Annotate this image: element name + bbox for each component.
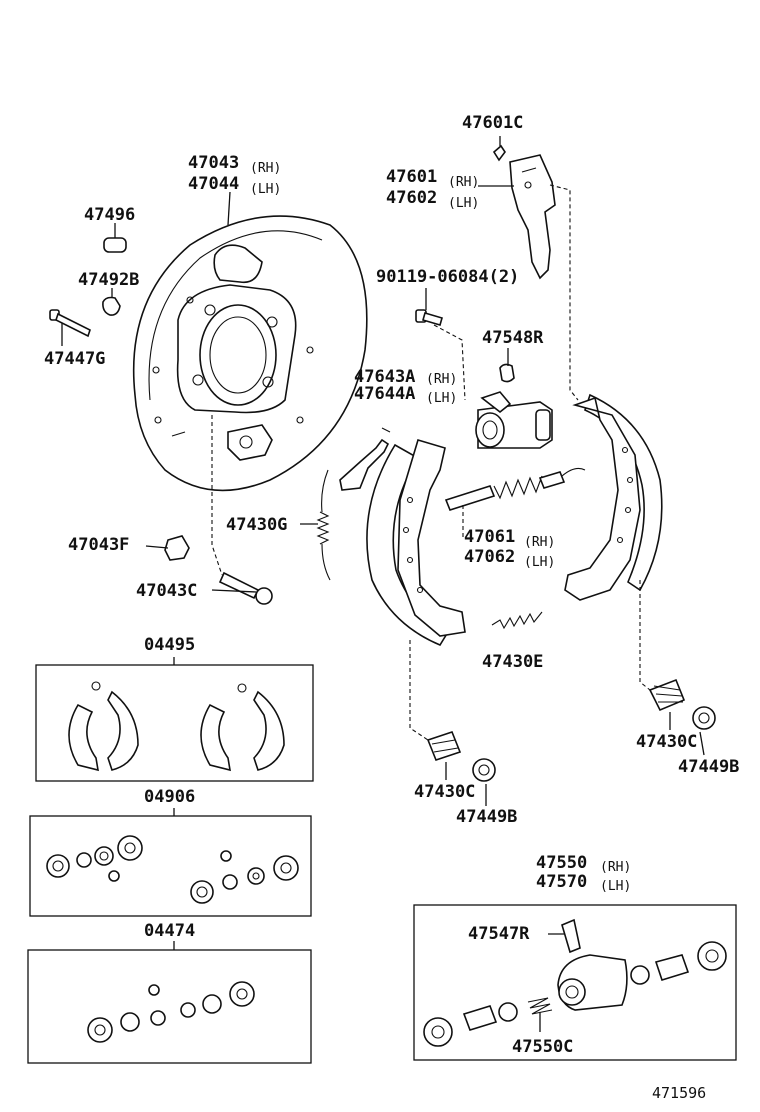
grommet-47492B <box>102 296 121 316</box>
brake-shoe-right <box>564 393 663 601</box>
washer-47449B-right <box>692 706 716 730</box>
bolt-90119 <box>415 309 443 326</box>
label-47043-rh: (RH) <box>250 161 281 176</box>
label-47643A: 47643A <box>354 367 415 387</box>
cap-47548R <box>499 363 515 383</box>
washer-47449B-mid <box>472 758 496 782</box>
label-47449B-right: 47449B <box>678 757 739 777</box>
spring-47430C-right <box>648 678 686 712</box>
label-47492B: 47492B <box>78 270 139 290</box>
kit-box-04906 <box>29 815 312 917</box>
label-47550-rh: (RH) <box>600 860 631 875</box>
label-47570-lh: (LH) <box>600 879 631 894</box>
label-47602-lh: (LH) <box>448 196 479 211</box>
strut-47643A <box>339 427 391 491</box>
label-47043: 47043 <box>188 153 239 173</box>
label-47447G: 47447G <box>44 349 105 369</box>
label-04495: 04495 <box>144 635 195 655</box>
wheel-cylinder-assembly <box>423 918 727 1047</box>
label-90119: 90119-06084(2) <box>376 267 519 287</box>
diagram-id: 471596 <box>652 1084 706 1102</box>
plug-47496 <box>103 237 127 253</box>
label-04906: 04906 <box>144 787 195 807</box>
label-47550: 47550 <box>536 853 587 873</box>
bleeder-bolt-47447G <box>49 309 91 338</box>
label-47496: 47496 <box>84 205 135 225</box>
leader-lines <box>61 136 705 1032</box>
label-47644A: 47644A <box>354 384 415 404</box>
label-47062: 47062 <box>464 547 515 567</box>
label-47062-lh: (LH) <box>524 555 555 570</box>
kit-box-04474 <box>27 949 312 1064</box>
label-47601-rh: (RH) <box>448 175 479 190</box>
brake-shoe-left <box>366 439 466 647</box>
kit-04495-shoes <box>68 681 285 772</box>
label-47061-rh: (RH) <box>524 535 555 550</box>
label-47430C-right: 47430C <box>636 732 697 752</box>
label-47602: 47602 <box>386 188 437 208</box>
adjusting-lever-47601 <box>492 144 556 280</box>
label-47430E: 47430E <box>482 652 543 672</box>
label-47044-lh: (LH) <box>250 182 281 197</box>
kit-box-04495 <box>35 664 314 782</box>
spring-47430G <box>316 469 331 581</box>
kit-04474-parts <box>87 981 255 1043</box>
label-47430G: 47430G <box>226 515 287 535</box>
label-47044: 47044 <box>188 174 239 194</box>
label-47570: 47570 <box>536 872 587 892</box>
spring-47430C-mid <box>426 731 462 761</box>
label-47644A-lh: (LH) <box>426 391 457 406</box>
label-47601C: 47601C <box>462 113 523 133</box>
label-47547R: 47547R <box>468 924 530 944</box>
label-47601: 47601 <box>386 167 437 187</box>
label-47643A-rh: (RH) <box>426 372 457 387</box>
spacer-47043F <box>164 535 190 561</box>
label-47548R: 47548R <box>482 328 544 348</box>
adjuster-47061 <box>444 467 586 511</box>
label-47061: 47061 <box>464 527 515 547</box>
label-47550C: 47550C <box>512 1037 573 1057</box>
label-47043C: 47043C <box>136 581 197 601</box>
label-47430C-mid: 47430C <box>414 782 475 802</box>
kit-box-47550 <box>413 904 737 1061</box>
label-47449B-mid: 47449B <box>456 807 517 827</box>
bolt-47043C <box>218 571 273 605</box>
label-47043F: 47043F <box>68 535 129 555</box>
spring-47430E <box>491 611 543 630</box>
kit-04906-parts <box>46 835 299 904</box>
label-04474: 04474 <box>144 921 195 941</box>
dashed-connector-lines <box>211 184 651 741</box>
wheel-cylinder-top <box>475 391 553 449</box>
backing-plate-drawing <box>132 215 368 492</box>
